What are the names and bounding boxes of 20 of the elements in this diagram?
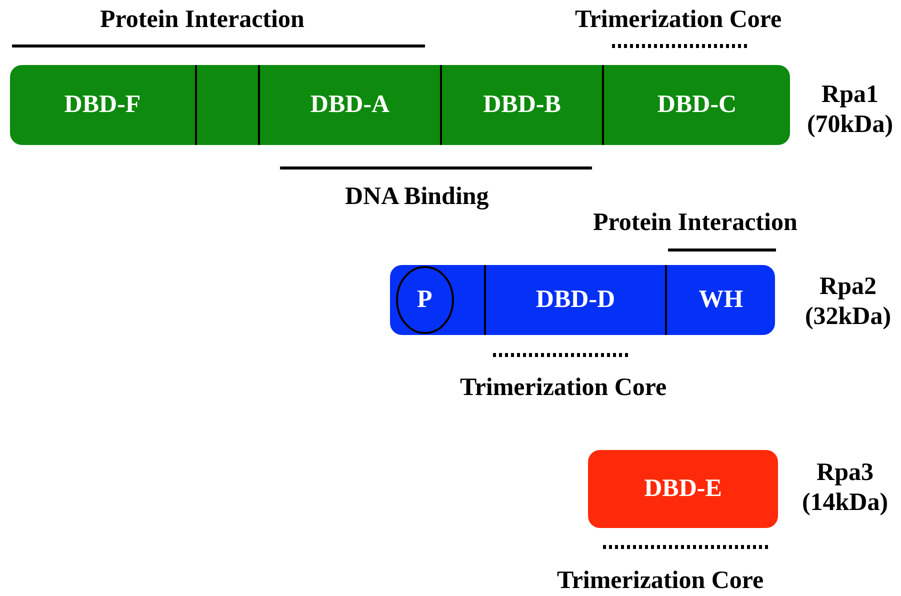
domain-label: DBD-F — [64, 91, 141, 119]
domain-label: P — [417, 286, 432, 314]
protein-bar — [588, 450, 778, 528]
region-label: Trimerization Core — [557, 567, 764, 595]
protein-name-label: Rpa2 (32kDa) — [804, 272, 892, 332]
domain-label: DBD-D — [536, 286, 616, 314]
region-label: Protein Interaction — [100, 6, 304, 34]
domain-label: DBD-A — [310, 91, 390, 119]
domain-label: DBD-E — [644, 475, 722, 503]
domain-label: DBD-C — [657, 91, 737, 119]
protein-bar — [390, 265, 775, 335]
region-label: Trimerization Core — [575, 6, 782, 34]
region-label: Trimerization Core — [460, 374, 667, 402]
protein-name-label: Rpa1 (70kDa) — [806, 80, 894, 140]
protein-name-label: Rpa3 (14kDa) — [800, 458, 890, 518]
region-label: DNA Binding — [345, 183, 489, 211]
domain-label: WH — [698, 286, 744, 314]
protein-bar — [10, 65, 790, 145]
domain-label: DBD-B — [483, 91, 561, 119]
region-label: Protein Interaction — [593, 209, 798, 237]
